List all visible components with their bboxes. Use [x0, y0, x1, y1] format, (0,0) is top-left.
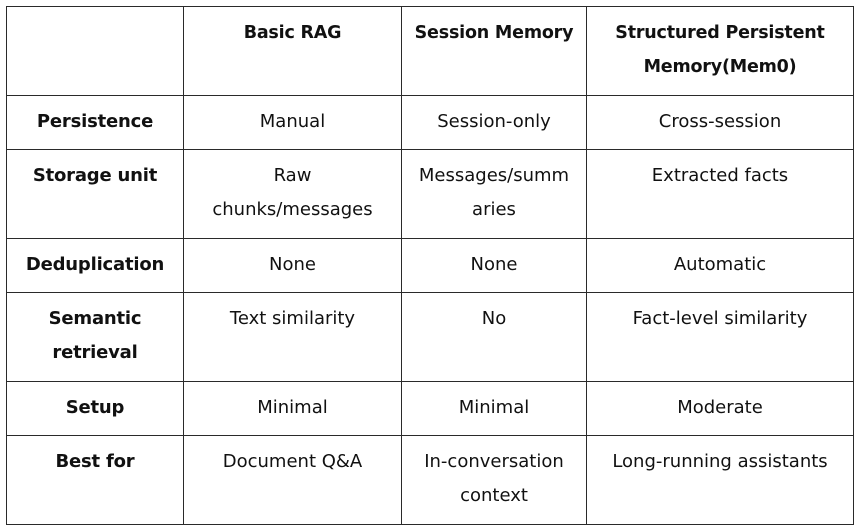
table-cell: Long-running assistants: [586, 435, 854, 525]
table-row: Setup Minimal Minimal Moderate: [6, 381, 854, 436]
table-cell: Fact-level similarity: [586, 292, 854, 382]
header-cell-session-memory: Session Memory: [401, 6, 587, 96]
row-label: Deduplication: [6, 238, 184, 293]
table-header-row: Basic RAG Session Memory Structured Pers…: [6, 6, 854, 96]
table-cell: Session-only: [401, 95, 587, 150]
table-cell: Document Q&A: [183, 435, 402, 525]
header-cell-structured-persistent-memory: Structured Persistent Memory(Mem0): [586, 6, 854, 96]
table-cell: No: [401, 292, 587, 382]
row-label: Best for: [6, 435, 184, 525]
row-label: Semantic retrieval: [6, 292, 184, 382]
table-row: Storage unit Raw chunks/messages Message…: [6, 149, 854, 239]
table-cell: Raw chunks/messages: [183, 149, 402, 239]
table-cell: Manual: [183, 95, 402, 150]
table-cell: Minimal: [183, 381, 402, 436]
row-label: Persistence: [6, 95, 184, 150]
table-cell: Automatic: [586, 238, 854, 293]
header-cell-empty: [6, 6, 184, 96]
table-row: Best for Document Q&A In-conversation co…: [6, 435, 854, 525]
table-cell: None: [183, 238, 402, 293]
table-cell: Cross-session: [586, 95, 854, 150]
comparison-table-container: Basic RAG Session Memory Structured Pers…: [6, 6, 854, 525]
comparison-table: Basic RAG Session Memory Structured Pers…: [6, 6, 854, 525]
table-row: Semantic retrieval Text similarity No Fa…: [6, 292, 854, 382]
row-label: Setup: [6, 381, 184, 436]
table-cell: Minimal: [401, 381, 587, 436]
table-cell: Text similarity: [183, 292, 402, 382]
table-cell: None: [401, 238, 587, 293]
table-cell: Extracted facts: [586, 149, 854, 239]
table-row: Deduplication None None Automatic: [6, 238, 854, 293]
table-cell: Messages/summaries: [401, 149, 587, 239]
row-label: Storage unit: [6, 149, 184, 239]
header-cell-basic-rag: Basic RAG: [183, 6, 402, 96]
table-cell: Moderate: [586, 381, 854, 436]
table-cell: In-conversation context: [401, 435, 587, 525]
table-row: Persistence Manual Session-only Cross-se…: [6, 95, 854, 150]
